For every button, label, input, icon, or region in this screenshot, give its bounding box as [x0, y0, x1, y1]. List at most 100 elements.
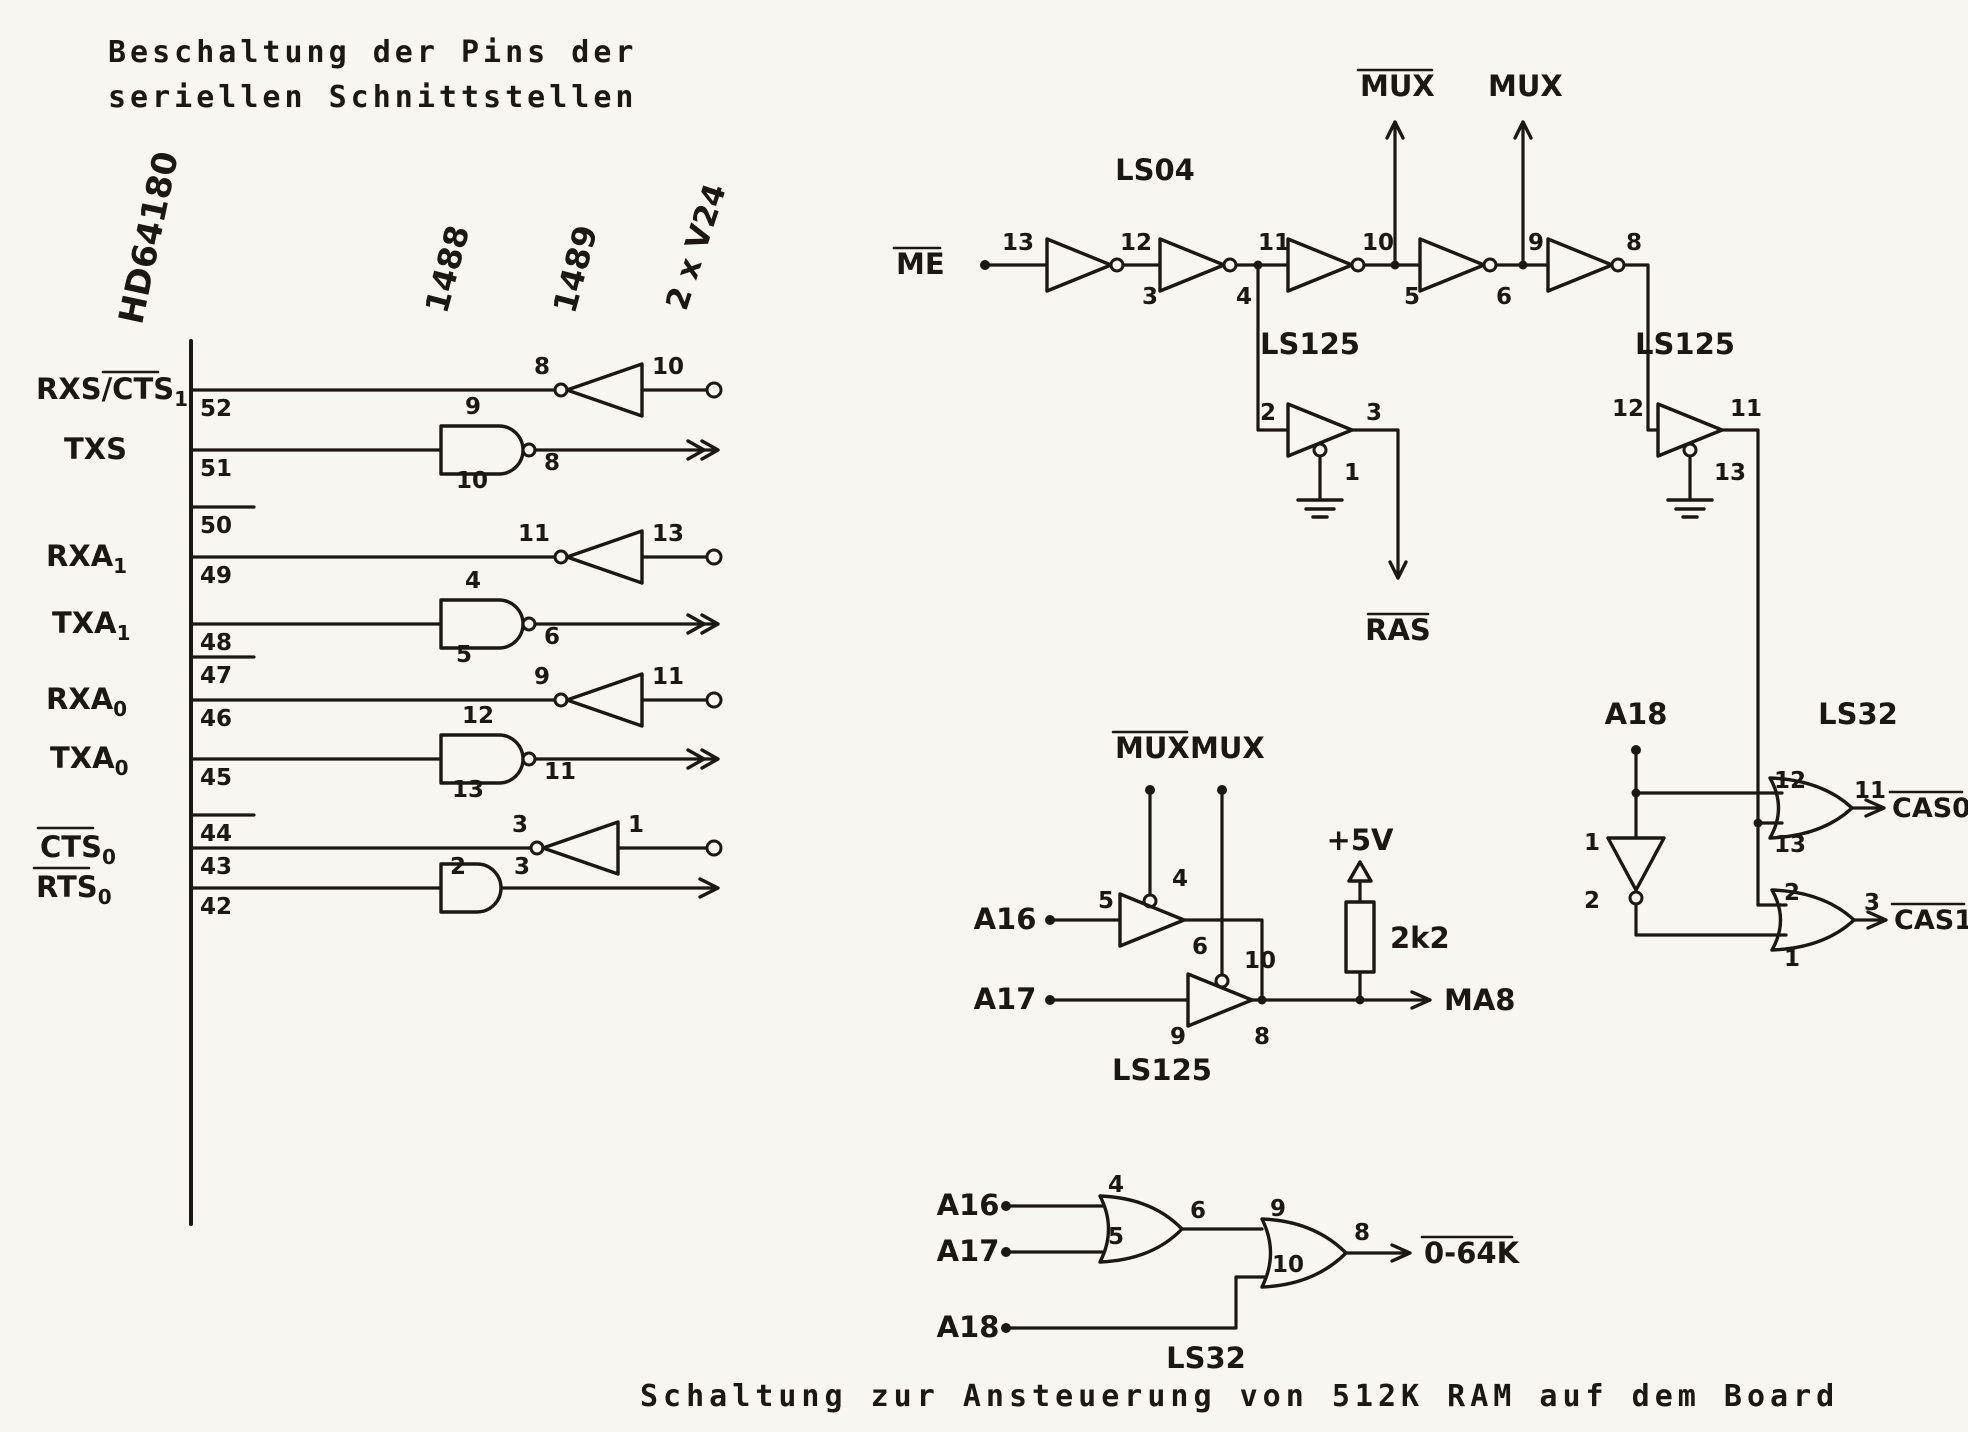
column-label-hd64180: HD64180: [111, 148, 187, 327]
chip-label-ls32-low: LS32: [1166, 1341, 1246, 1375]
ground-symbol: [1666, 498, 1714, 519]
driver-gate-rts0: [439, 862, 503, 914]
signal-label-mux: MUX: [1488, 69, 1563, 103]
tristate-buffer: [1186, 972, 1254, 1028]
inverter-bubble: [529, 840, 545, 856]
arrowhead-up: [1385, 120, 1405, 140]
gate-pin-label: 13: [1714, 460, 1746, 486]
signal-label-a16-mid: A16: [974, 902, 1037, 936]
driver-gate-txa1: [439, 598, 525, 650]
signal-label-me: ME: [896, 247, 945, 281]
inverter-gate: [1045, 237, 1113, 293]
or-gate-cas1: [1770, 888, 1856, 952]
lower-decode: A16 A17 4 5 6 9 10 8 A18 0-64K LS32: [937, 1172, 1521, 1375]
inverter-bubble: [1610, 257, 1626, 273]
chip-label-ls32: LS32: [1818, 697, 1898, 731]
enable-bubble: [1312, 442, 1328, 458]
arrowhead-right: [1410, 990, 1432, 1010]
inverter-bubble: [1350, 257, 1366, 273]
gate-pin-label: 3: [1864, 890, 1880, 916]
gate-pin-label: 8: [544, 450, 560, 476]
tristate-buffer: [1118, 892, 1186, 948]
pin-number-50: 50: [200, 513, 232, 539]
gate-pin-label: 1: [1784, 946, 1800, 972]
gate-pin-label: 3: [1366, 400, 1382, 426]
signal-label-mux-mid: MUX: [1190, 731, 1265, 765]
signal-label-cts0: CTS0: [40, 830, 116, 869]
gate-pin-label: 11: [1258, 230, 1290, 256]
signal-label-rxa1: RXA1: [46, 539, 127, 578]
gate-pin-label: 6: [1496, 284, 1512, 310]
gate-pin-label: 5: [1108, 1224, 1124, 1250]
pin-number-43: 43: [200, 854, 232, 880]
inverter-bubble: [1222, 257, 1238, 273]
signal-label-a17-mid: A17: [974, 982, 1037, 1016]
gate-pin-label: 5: [456, 642, 472, 668]
receiver-gate-rxs: [565, 362, 644, 418]
signal-label-a17-low: A17: [937, 1234, 1000, 1268]
gate-pin-label: 12: [1774, 768, 1806, 794]
inverter-gate: [1286, 237, 1354, 293]
signal-label-txa1: TXA1: [52, 606, 131, 645]
inverter-bubble: [1109, 257, 1125, 273]
pin-number-46: 46: [200, 706, 232, 732]
chip-label-ls125b: LS125: [1635, 327, 1735, 361]
pin-number-51: 51: [200, 456, 232, 482]
inverter-bubble: [1482, 257, 1498, 273]
gate-pin-label: 3: [512, 812, 528, 838]
signal-label-rts0: RTS0: [36, 870, 112, 909]
pin-number-49: 49: [200, 563, 232, 589]
row-pin44: 44: [189, 813, 256, 847]
gate-pin-label: 4: [1108, 1172, 1124, 1198]
gate-pin-label: 6: [1192, 934, 1208, 960]
inverter-bubble: [521, 616, 537, 632]
chip-label-ls125-mid: LS125: [1112, 1053, 1212, 1087]
row-cts0: CTS0 43 3 1: [36, 812, 723, 880]
serial-title-line1: Beschaltung der Pins der: [108, 35, 637, 70]
signal-label-mux-n-mid: MUX: [1115, 731, 1190, 765]
arrowhead-up: [1513, 120, 1533, 140]
row-rxa1: RXA1 49 11 13: [46, 521, 723, 589]
inverter-bubble: [553, 692, 569, 708]
gate-pin-label: 2: [1584, 888, 1600, 914]
arrowhead-right: [686, 613, 720, 635]
gate-pin-label: 9: [1270, 1196, 1286, 1222]
v24-terminal: [705, 691, 723, 709]
gate-pin-label: 10: [456, 468, 488, 494]
signal-label-txa0: TXA0: [50, 741, 129, 780]
signal-label-a18: A18: [1605, 697, 1668, 731]
pin-number-48: 48: [200, 630, 232, 656]
gate-pin-label: 13: [1002, 230, 1034, 256]
signal-label-rxa0: RXA0: [46, 682, 127, 721]
ls125a-ras: LS125 2 3 1 RAS: [1256, 263, 1431, 647]
gate-pin-label: 12: [1612, 396, 1644, 422]
v24-terminal: [705, 839, 723, 857]
gate-pin-label: 1: [1584, 830, 1600, 856]
inverter-gate: [1546, 237, 1614, 293]
or-gate-cas0: [1768, 776, 1854, 840]
or-gate-low2: [1260, 1217, 1348, 1289]
arrowhead-right: [698, 877, 720, 899]
gate-pin-label: 3: [1142, 284, 1158, 310]
arrowhead-right: [686, 439, 720, 461]
arrowhead-down: [1388, 560, 1408, 580]
gate-pin-label: 6: [1190, 1198, 1206, 1224]
gate-pin-label: 1: [628, 812, 644, 838]
column-label-1488: 1488: [417, 221, 477, 317]
ground-symbol: [1296, 498, 1344, 519]
gate-pin-label: 4: [1172, 866, 1188, 892]
gate-pin-label: 8: [534, 354, 550, 380]
signal-label-cas0: CAS0: [1892, 793, 1968, 824]
gate-pin-label: 4: [465, 568, 481, 594]
ram-caption: Schaltung zur Ansteuerung von 512K RAM a…: [640, 1379, 1839, 1414]
receiver-gate-rxa0: [565, 672, 644, 728]
column-label-2xv24: 2 x V24: [659, 179, 734, 314]
row-rts0: RTS0 42 2 3: [32, 854, 720, 920]
arrowhead-right: [686, 748, 720, 770]
signal-label-a16-low: A16: [937, 1188, 1000, 1222]
arrowhead-right: [1864, 798, 1886, 818]
supply-arrow: [1347, 860, 1373, 883]
gate-pin-label: 11: [1854, 778, 1886, 804]
signal-label-txs: TXS: [64, 432, 127, 466]
